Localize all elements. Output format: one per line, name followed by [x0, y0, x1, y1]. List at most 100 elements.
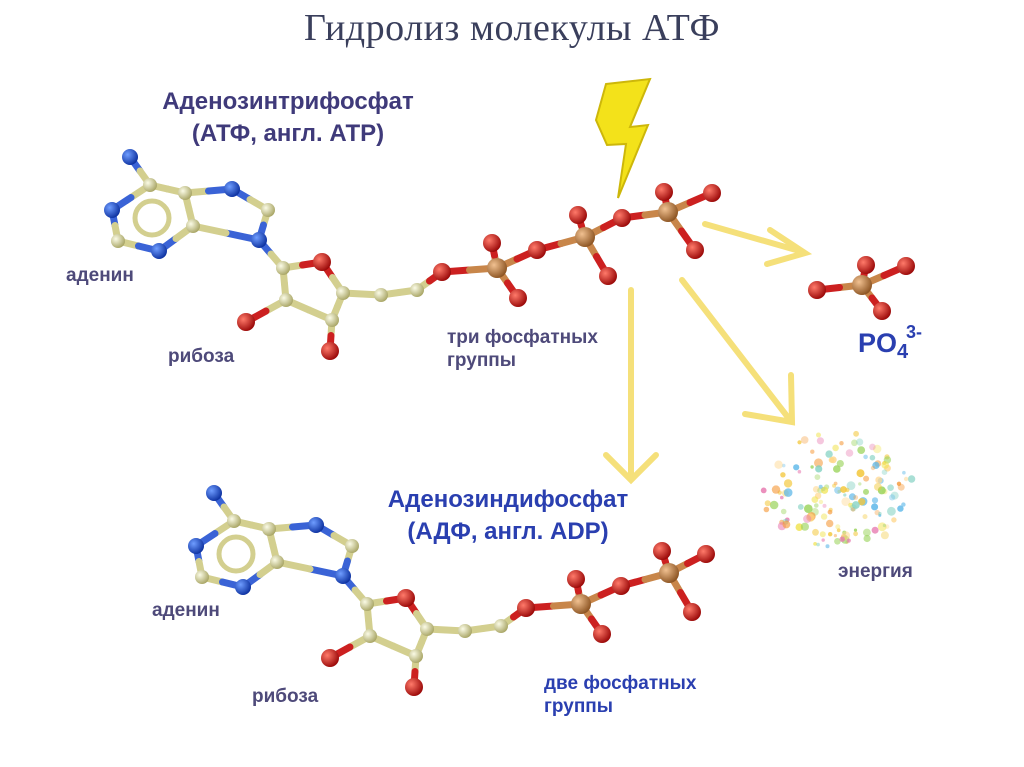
atom-n: [335, 568, 351, 584]
sparkle: [760, 487, 767, 494]
atom-o: [483, 234, 501, 252]
sparkle: [880, 531, 889, 540]
sparkle: [825, 544, 830, 549]
atom-o: [313, 253, 331, 271]
atom-c: [363, 629, 377, 643]
adp-name-text: Аденозиндифосфат: [387, 486, 629, 513]
aromatic-ring: [132, 198, 172, 238]
atom-c: [374, 288, 388, 302]
energy-label: энергия: [838, 561, 913, 582]
sparkle: [783, 488, 793, 497]
sparkle: [800, 436, 809, 444]
adp-phosphates-line1: две фосфатных: [544, 673, 697, 694]
atom-c: [227, 514, 241, 528]
sparkle: [763, 506, 770, 513]
sparkle: [856, 469, 865, 478]
sparkle: [891, 517, 897, 523]
atom-o: [433, 263, 451, 281]
atom-c: [270, 555, 284, 569]
arrow-to-adp: [603, 287, 659, 485]
sparkle: [890, 491, 899, 500]
adp-phosphates-line2: группы: [544, 696, 614, 717]
atom-o: [653, 542, 671, 560]
atom-p: [571, 594, 591, 614]
sparkle: [815, 465, 823, 473]
sparkle: [871, 526, 879, 534]
atom-n: [188, 538, 204, 554]
sparkle: [870, 465, 876, 471]
sparkle: [806, 513, 815, 522]
atom-c: [279, 293, 293, 307]
sparkle: [828, 457, 835, 463]
atp-abbr-text: (АТФ, англ. АТР): [191, 120, 385, 147]
sparkle: [828, 532, 833, 537]
sparkle: [821, 538, 825, 542]
sparkle: [816, 542, 820, 547]
sparkle: [877, 486, 886, 495]
atom-c: [262, 522, 276, 536]
sparkle: [863, 475, 870, 482]
sparkle: [814, 474, 821, 480]
atom-p: [659, 563, 679, 583]
sparkle: [771, 485, 781, 494]
atom-c: [458, 624, 472, 638]
sparkle: [820, 513, 828, 520]
sparkle: [783, 479, 793, 488]
atp-molecule: [104, 149, 721, 360]
sparkle: [764, 500, 771, 507]
sparkle: [821, 486, 829, 494]
atom-o: [683, 603, 701, 621]
sparkle: [858, 498, 866, 506]
sparkle: [797, 504, 804, 510]
page-title: Гидролиз молекулы АТФ: [303, 7, 721, 49]
sparkle: [872, 461, 880, 469]
atom-o: [897, 257, 915, 275]
atom-o: [321, 649, 339, 667]
atom-p: [487, 258, 507, 278]
atom-o: [655, 183, 673, 201]
sparkle: [814, 458, 823, 468]
sparkle: [878, 511, 882, 516]
sparkle: [833, 534, 838, 538]
sparkle: [819, 531, 826, 538]
adp-molecule: [188, 485, 715, 696]
atp-phosphates-line1: три фосфатных: [447, 327, 598, 348]
sparkle: [816, 432, 821, 438]
sparkle: [825, 450, 833, 458]
sparkle: [813, 542, 817, 546]
sparkle: [812, 528, 819, 536]
atom-n: [151, 243, 167, 259]
sparkle: [818, 499, 824, 505]
atom-o: [517, 599, 535, 617]
sparkle: [863, 454, 868, 460]
sparkle: [862, 514, 868, 520]
atom-o: [857, 256, 875, 274]
atp-phosphates-line2: группы: [447, 350, 517, 371]
atom-c: [276, 261, 290, 275]
sparkle: [810, 465, 814, 469]
atp-phosphates-label: три фосфатных группы: [447, 326, 598, 372]
sparkle: [848, 493, 856, 501]
atom-o: [873, 302, 891, 320]
sparkle: [863, 534, 871, 543]
sparkle: [848, 502, 854, 508]
atom-o: [569, 206, 587, 224]
phosphate-formula: PO: [858, 328, 898, 358]
sparkle: [845, 449, 854, 457]
atom-o: [612, 577, 630, 595]
adp-adenine-label: аденин: [152, 600, 220, 621]
sparkle: [840, 486, 847, 493]
sparkle: [846, 538, 851, 543]
atp-name-text: Аденозинтрифосфат: [162, 88, 414, 115]
atom-o: [509, 289, 527, 307]
atom-c: [186, 219, 200, 233]
sparkle: [834, 486, 842, 494]
sparkle: [797, 469, 802, 474]
sparkle: [882, 523, 887, 528]
arrow-to-energy: [679, 277, 796, 426]
sparkle: [846, 481, 856, 490]
sparkle: [841, 497, 851, 506]
atom-o: [528, 241, 546, 259]
